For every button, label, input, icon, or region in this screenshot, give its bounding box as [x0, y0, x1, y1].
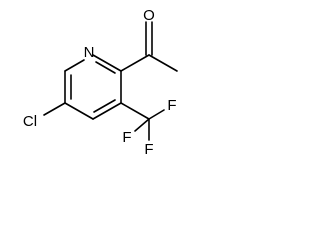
double-bond-n-c2 [95, 61, 116, 74]
oxygen-label: O [143, 7, 155, 24]
fluorine-bottom-label: F [144, 141, 153, 158]
fluorine-left-label: F [122, 129, 131, 146]
bond-c4-c5 [64, 102, 94, 120]
bond-cf3-fluorine-top [148, 109, 165, 120]
chemical-structure: O N Cl F F F [23, 7, 178, 158]
bond-n-c2 [92, 54, 122, 72]
bond-c5-chlorine [43, 102, 66, 116]
fluorine-top-label: F [167, 97, 176, 114]
bond-cf3-fluorine-left [134, 118, 150, 132]
bond-carbonyl-methyl [148, 54, 178, 72]
bond-c6-n [64, 59, 85, 72]
bond-c3-c4 [92, 102, 122, 120]
chlorine-label: Cl [23, 113, 37, 130]
double-bond-c3-c4 [93, 99, 116, 113]
nitrogen-label: N [84, 44, 95, 61]
bond-c2-carbonyl [120, 54, 150, 72]
bond-c3-cf3 [120, 102, 150, 120]
